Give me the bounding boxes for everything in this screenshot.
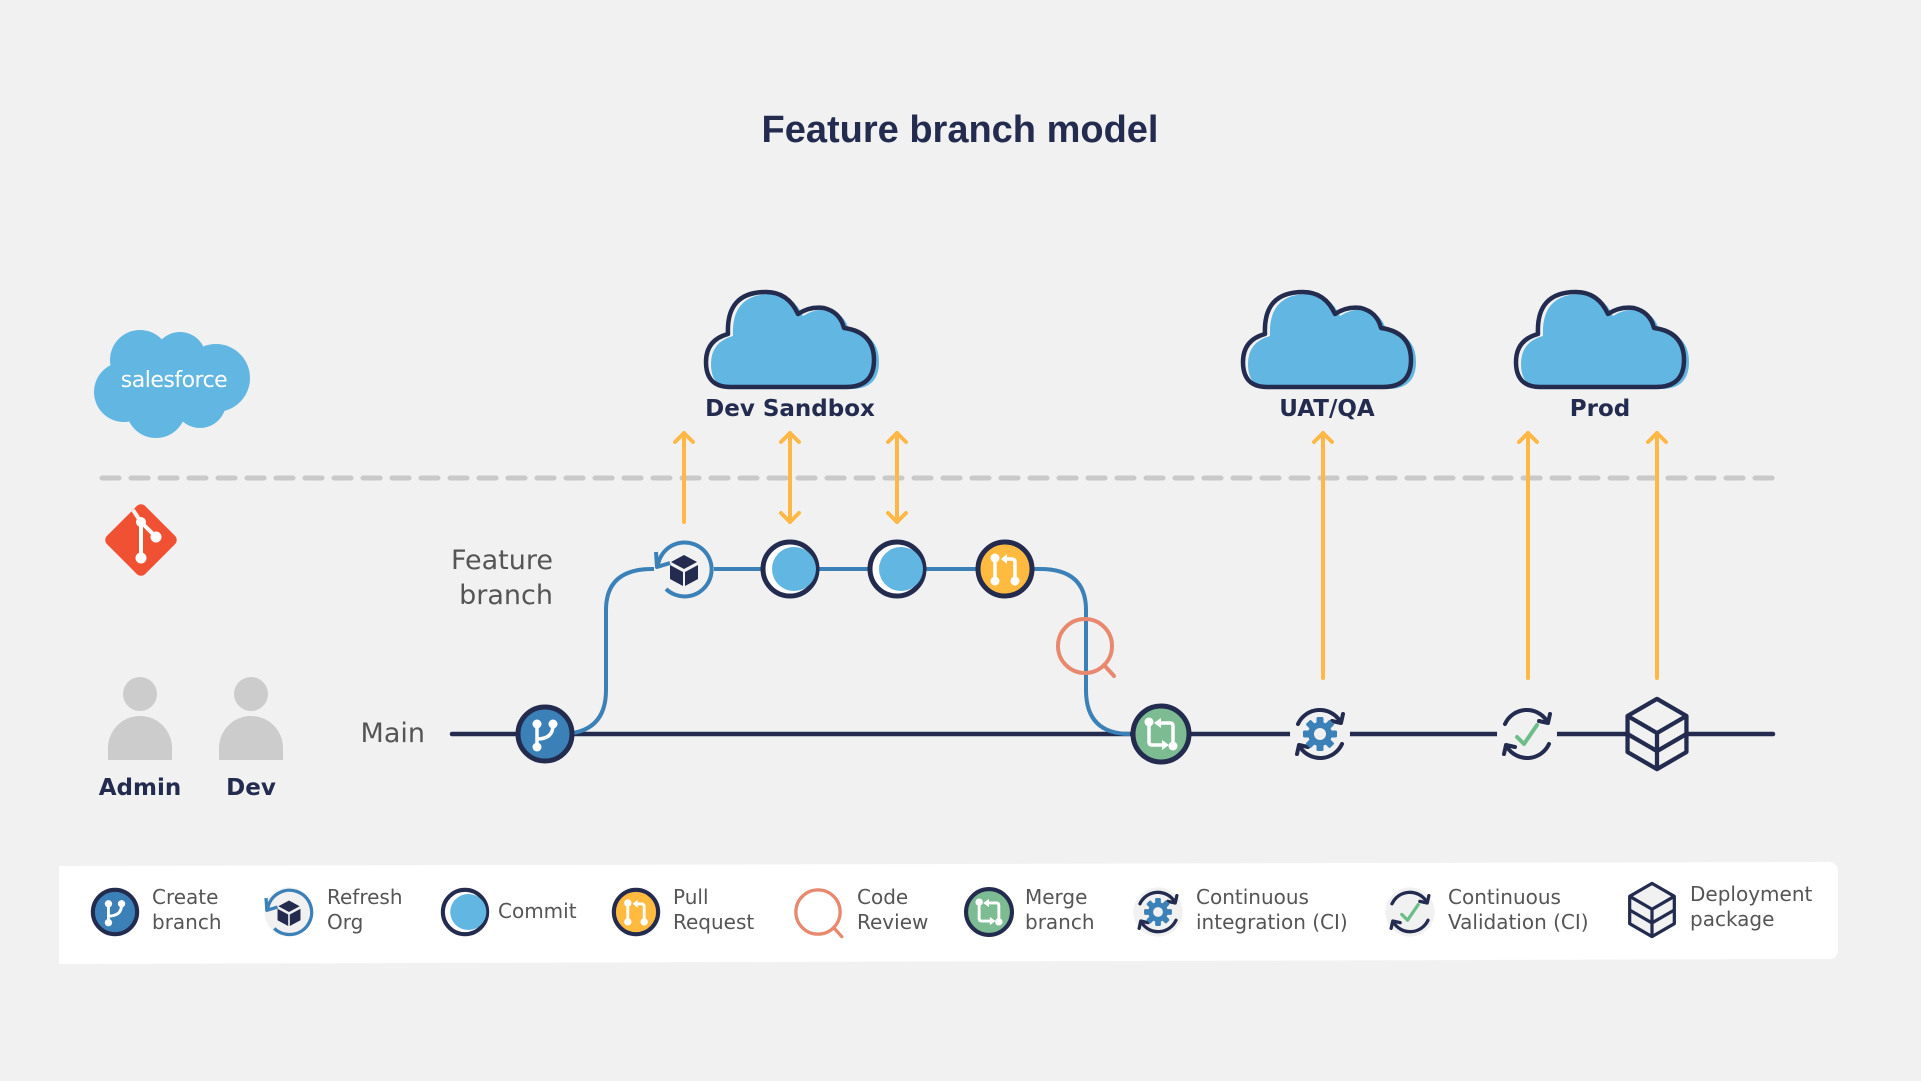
legend-label-line-1: Pull: [673, 885, 709, 909]
legend-label-line-2: integration (CI): [1196, 910, 1348, 934]
legend-label-line-2: branch: [152, 910, 222, 934]
lane-label-feature-line1: Feature: [451, 545, 553, 576]
legend-code-review-icon: [794, 888, 844, 939]
main-node-continuous-integration-icon: [1290, 704, 1350, 764]
deploy-arrow-up: [1646, 431, 1668, 680]
legend-label-line-2: Request: [673, 910, 754, 934]
legend-refresh-org-icon: [264, 887, 314, 937]
deploy-arrow-up: [673, 431, 695, 524]
lane-label-main: Main: [361, 718, 425, 749]
legend-create-branch-icon: [90, 887, 140, 937]
environment-cloud-1: UAT/QA: [1240, 289, 1416, 422]
lane-label-feature-line2: branch: [459, 580, 553, 611]
legend-merge-branch-icon: [963, 886, 1015, 938]
environment-cloud-0: Dev Sandbox: [703, 289, 879, 422]
legend-label-line-1: Merge: [1025, 885, 1087, 909]
deploy-arrows: [673, 431, 1668, 680]
feature-node-commit-2-icon: [867, 539, 927, 599]
deploy-arrow-both: [779, 431, 801, 524]
main-node-deployment-package-icon: [1625, 696, 1689, 772]
feature-node-commit-1-icon: [760, 539, 820, 599]
feature-node-refresh-org-0-icon: [654, 539, 714, 599]
legend-label-line-1: Refresh: [327, 885, 403, 909]
feature-node-pull-request-3-icon: [975, 539, 1035, 599]
legend-continuous-integration-icon: [1133, 887, 1183, 937]
main-node-create-branch-icon: [515, 704, 575, 764]
avatar-dev: Dev: [219, 677, 283, 801]
legend-label-line-2: package: [1690, 907, 1774, 931]
role-label-admin: Admin: [99, 775, 182, 801]
salesforce-logo-icon: salesforce: [94, 330, 250, 438]
environment-cloud-2: Prod: [1513, 289, 1689, 422]
environment-label: Dev Sandbox: [705, 396, 875, 422]
legend-deployment-package-icon: [1628, 881, 1676, 939]
legend-item-commit: Commit: [440, 887, 577, 937]
legend-label-line-2: Review: [857, 910, 928, 934]
flow-nodes: [515, 539, 1689, 772]
legend-label-line-1: Continuous: [1196, 885, 1309, 909]
role-label-dev: Dev: [226, 775, 276, 801]
legend-label-line-2: Org: [327, 910, 363, 934]
environment-label: UAT/QA: [1279, 396, 1375, 422]
legend-panel: [59, 862, 1838, 964]
main-node-continuous-validation-icon: [1497, 704, 1557, 764]
salesforce-wordmark: salesforce: [121, 368, 227, 393]
legend-label-line-2: branch: [1025, 910, 1095, 934]
environment-clouds: Dev Sandbox UAT/QA Prod: [703, 289, 1689, 422]
environment-label: Prod: [1570, 396, 1630, 422]
deploy-arrow-up: [1517, 431, 1539, 680]
legend-label-line-1: Create: [152, 885, 218, 909]
page-title: Feature branch model: [762, 109, 1159, 151]
legend-label-line-1: Continuous: [1448, 885, 1561, 909]
feature-branch-line: [559, 567, 1131, 736]
deploy-arrow-up: [1312, 431, 1334, 680]
legend-pull-request-icon: [611, 887, 661, 937]
legend-label-line-1: Deployment: [1690, 882, 1812, 906]
legend-label-line-2: Validation (CI): [1448, 910, 1589, 934]
main-node-merge-branch-icon: [1130, 703, 1192, 765]
legend-label-line-1: Code: [857, 885, 908, 909]
git-logo-icon: [105, 504, 177, 576]
deploy-arrow-both: [886, 431, 908, 524]
legend-commit-icon: [440, 887, 490, 937]
legend-continuous-validation-icon: [1385, 887, 1435, 937]
avatar-admin: Admin: [99, 677, 182, 801]
legend-label: Commit: [498, 899, 577, 923]
review-node-code-review-icon: [1056, 617, 1116, 678]
